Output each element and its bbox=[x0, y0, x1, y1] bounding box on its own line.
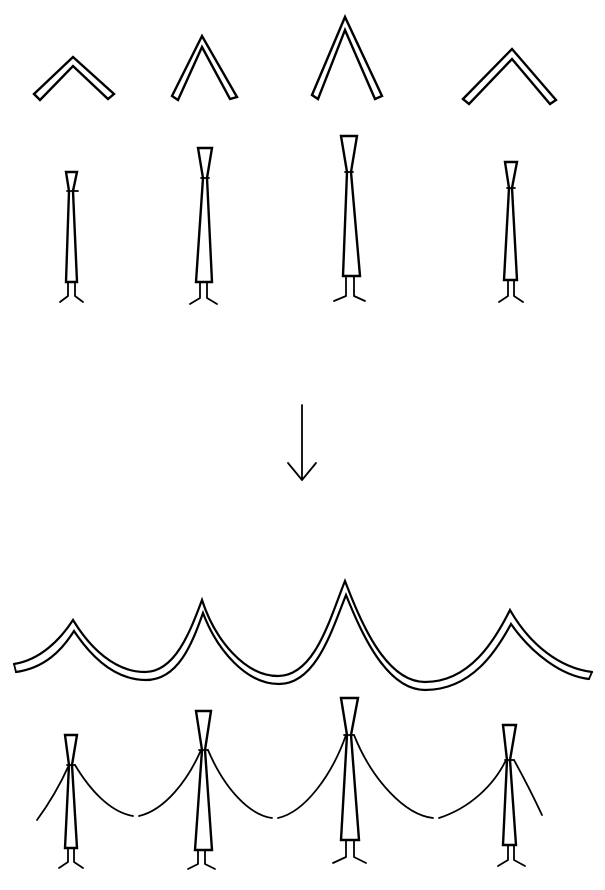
figure-2-separate bbox=[189, 146, 218, 305]
roof-1 bbox=[32, 55, 116, 102]
roof-4 bbox=[461, 47, 558, 106]
figure-3-separate bbox=[333, 134, 366, 302]
top-roofs bbox=[32, 14, 558, 106]
linked-arms bbox=[36, 734, 543, 821]
figure-1-joined bbox=[58, 733, 84, 869]
figure-1-separate bbox=[59, 170, 84, 303]
top-figures bbox=[59, 134, 524, 305]
roof-3 bbox=[310, 14, 384, 101]
joined-roof-band bbox=[12, 578, 594, 692]
down-arrow-icon bbox=[287, 404, 317, 481]
roof-2 bbox=[170, 33, 239, 102]
figure-4-joined bbox=[497, 723, 526, 867]
figure-4-separate bbox=[498, 160, 524, 303]
figure-2-joined bbox=[187, 709, 216, 870]
figure-3-joined bbox=[332, 696, 367, 864]
bottom-figures bbox=[58, 696, 526, 870]
